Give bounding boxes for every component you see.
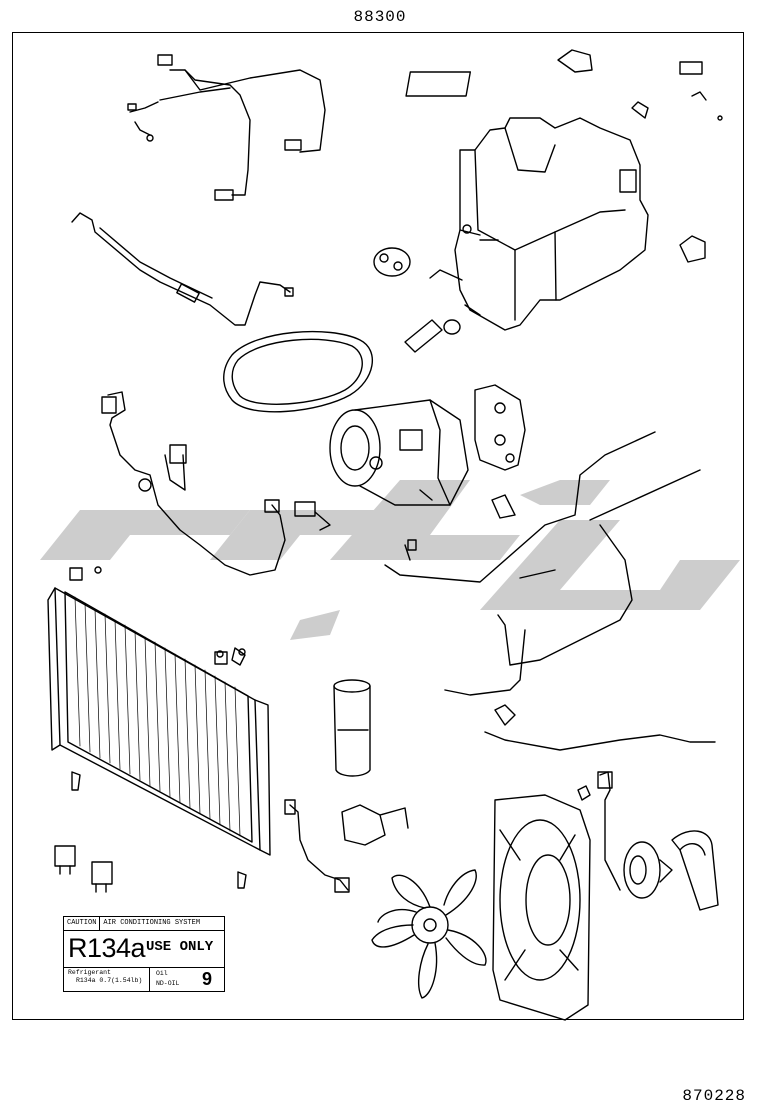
compressor-bracket bbox=[474, 384, 526, 519]
diagram-code: 870228 bbox=[682, 1087, 746, 1105]
refrigerant-caution-label: CAUTION AIR CONDITIONING SYSTEM R134a US… bbox=[63, 916, 225, 992]
fan-cover bbox=[671, 830, 719, 911]
label-use-only: USE ONLY bbox=[146, 939, 214, 955]
label-oil-type: ND-OIL bbox=[156, 980, 180, 987]
label-divider bbox=[149, 968, 150, 992]
label-refrigerant-code: R134a bbox=[68, 933, 146, 963]
label-caution-text: CAUTION bbox=[64, 917, 101, 930]
part-group-code: 88300 bbox=[353, 8, 407, 26]
label-refrigerant-title: Refrigerant bbox=[68, 969, 111, 976]
cooling-fan bbox=[371, 869, 487, 999]
label-oil-number: 9 bbox=[201, 969, 212, 989]
fan-motor bbox=[577, 771, 673, 899]
fittings-top-right bbox=[557, 49, 723, 263]
fan-shroud bbox=[492, 794, 591, 1021]
compressor bbox=[329, 399, 469, 506]
hose-clamp bbox=[341, 804, 409, 846]
suction-hose bbox=[101, 391, 331, 576]
evaporator-unit bbox=[405, 71, 649, 331]
label-refrigerant-amount: R134a 0.7(1.54lb) bbox=[76, 977, 143, 984]
condenser bbox=[47, 567, 271, 889]
label-header-row: CAUTION AIR CONDITIONING SYSTEM bbox=[64, 917, 224, 931]
small-bolts bbox=[94, 566, 246, 658]
pressure-switch bbox=[284, 704, 716, 893]
label-oil-title: Oil bbox=[156, 970, 168, 977]
diagram-frame bbox=[12, 32, 744, 1020]
wire-harness bbox=[127, 54, 326, 201]
drive-belt bbox=[223, 330, 374, 413]
label-spec-row: Refrigerant R134a 0.7(1.54lb) Oil ND-OIL… bbox=[64, 967, 224, 992]
label-system-text: AIR CONDITIONING SYSTEM bbox=[103, 919, 201, 927]
liquid-tubes bbox=[384, 431, 701, 696]
receiver-dryer bbox=[333, 679, 371, 777]
relays bbox=[54, 845, 113, 893]
discharge-hose bbox=[71, 212, 294, 326]
watermark-logo bbox=[40, 480, 740, 640]
grommet bbox=[373, 247, 481, 353]
